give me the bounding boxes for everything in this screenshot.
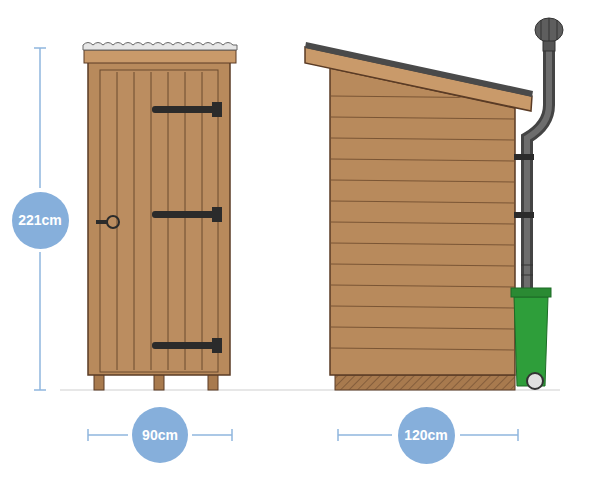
circle-shape	[398, 407, 455, 464]
side-view	[305, 18, 563, 390]
circle-shape	[12, 192, 69, 249]
dimension-value: 90cm	[132, 427, 188, 443]
dimension-circle: 90cm	[132, 407, 188, 463]
dimension-lines	[34, 48, 518, 441]
dimension-value: 221cm	[12, 212, 69, 228]
circle-shape	[132, 407, 188, 463]
dimension-value: 120cm	[398, 427, 455, 443]
dimension-circle: 120cm	[398, 407, 455, 464]
front-view	[83, 43, 237, 391]
dimension-circle: 221cm	[12, 192, 69, 249]
